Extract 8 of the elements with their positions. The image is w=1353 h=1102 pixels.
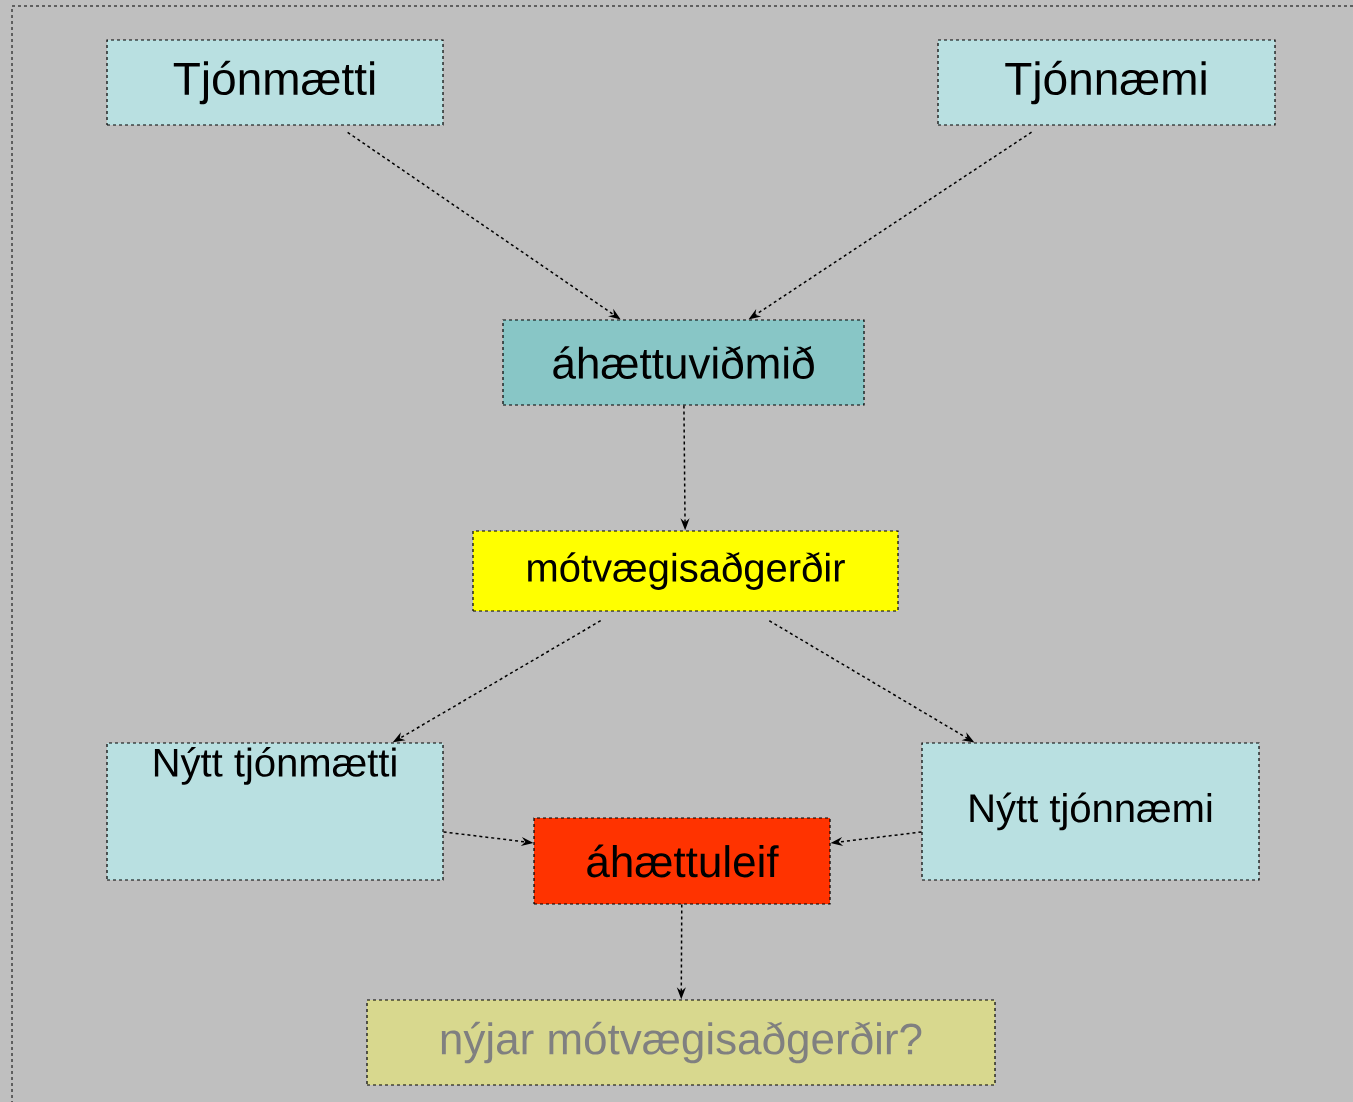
process-box: Nýtt tjónnæmi (921, 742, 1260, 881)
process-box: áhættuviðmið (502, 319, 865, 406)
process-box: Tjónnæmi (937, 39, 1276, 126)
process-box: Nýtt tjónmætti (106, 742, 444, 881)
process-box: mótvægisaðgerðir (472, 530, 899, 612)
process-box: áhættuleif (533, 817, 831, 905)
process-box: Tjónmætti (106, 39, 444, 126)
process-box: nýjar mótvægisaðgerðir? (366, 999, 996, 1086)
